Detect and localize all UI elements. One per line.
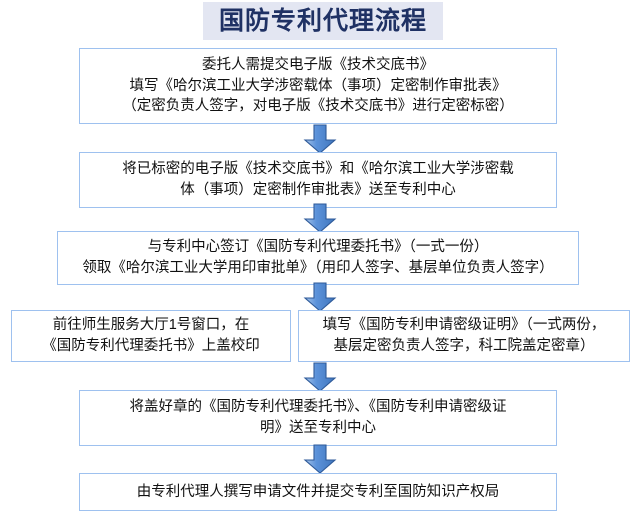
process-box-step-1: 委托人需提交电子版《技术交底书》 填写《哈尔滨工业大学涉密载体（事项）定密制作审… (79, 48, 557, 124)
process-box-step-4-left: 前往师生服务大厅1号窗口，在 《国防专利代理委托书》上盖校印 (11, 310, 291, 362)
arrow-down-icon-5 (303, 444, 337, 474)
process-box-step-2: 将已标密的电子版《技术交底书》和《哈尔滨工业大学涉密载 体（事项）定密制作审批表… (79, 152, 557, 208)
process-box-step-4-right: 填写《国防专利申请密级证明》（一式两份， 基层定密负责人签字，科工院盖定密章） (298, 310, 630, 362)
arrow-down-icon-2 (303, 203, 337, 233)
arrow-down-icon-3 (303, 282, 337, 312)
process-box-step-3-label: 与专利中心签订《国防专利代理委托书》（一式一份） 领取《哈尔滨工业大学用印审批单… (82, 239, 554, 276)
process-box-step-2-label: 将已标密的电子版《技术交底书》和《哈尔滨工业大学涉密载 体（事项）定密制作审批表… (122, 161, 514, 198)
page-title: 国防专利代理流程 (218, 6, 427, 35)
process-box-step-5: 将盖好章的《国防专利代理委托书》、《国防专利申请密级证 明》送至专利中心 (79, 390, 557, 446)
arrow-down-icon-1 (303, 124, 337, 154)
process-box-step-4-right-label: 填写《国防专利申请密级证明》（一式两份， 基层定密负责人签字，科工院盖定密章） (322, 317, 606, 354)
process-box-step-1-label: 委托人需提交电子版《技术交底书》 填写《哈尔滨工业大学涉密载体（事项）定密制作审… (122, 57, 514, 115)
chart-title-band: 国防专利代理流程 (203, 2, 443, 40)
process-box-step-3: 与专利中心签订《国防专利代理委托书》（一式一份） 领取《哈尔滨工业大学用印审批单… (57, 231, 579, 285)
process-box-step-5-label: 将盖好章的《国防专利代理委托书》、《国防专利申请密级证 明》送至专利中心 (129, 399, 507, 436)
process-box-step-6: 由专利代理人撰写申请文件并提交专利至国防知识产权局 (79, 473, 557, 511)
arrow-down-icon-4 (303, 362, 337, 392)
process-box-step-6-label: 由专利代理人撰写申请文件并提交专利至国防知识产权局 (136, 483, 500, 500)
process-box-step-4-left-label: 前往师生服务大厅1号窗口，在 《国防专利代理委托书》上盖校印 (42, 317, 260, 354)
